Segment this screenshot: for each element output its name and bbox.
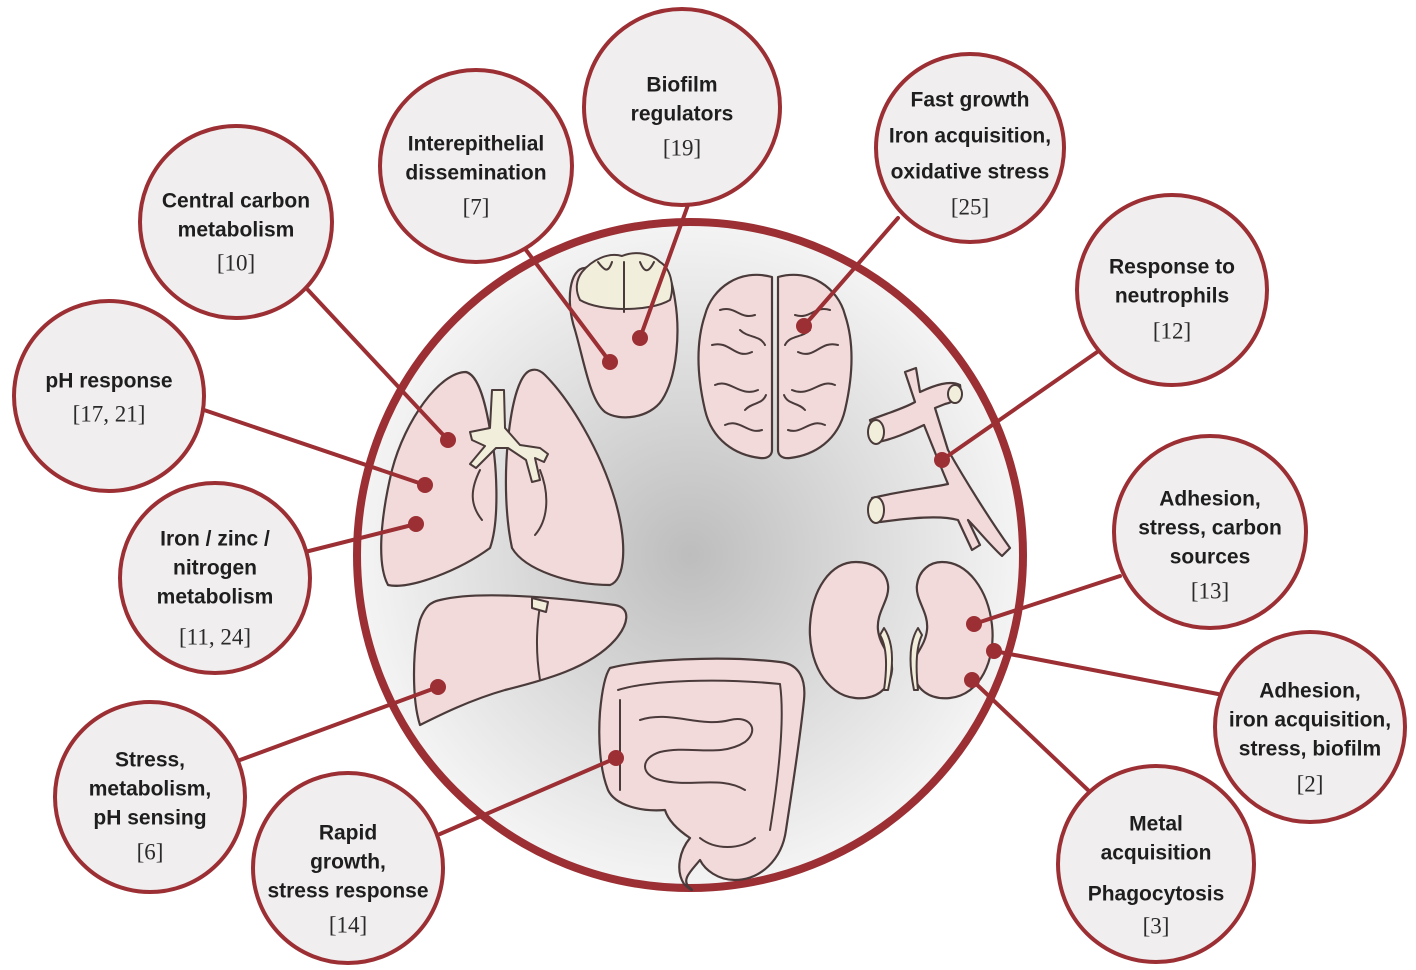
bubble-label-line: stress response: [267, 880, 428, 903]
connector-dot: [408, 516, 424, 532]
bubble-label-line: Phagocytosis: [1088, 883, 1225, 906]
bubble-reference: [11, 24]: [179, 624, 251, 649]
bubble-label-line: stress, biofilm: [1239, 738, 1381, 761]
bubble-label-line: metabolism: [157, 586, 274, 609]
connector-metal-acquisition: [972, 680, 1090, 792]
bubble-reference: [6]: [137, 839, 164, 864]
connector-dot: [602, 354, 618, 370]
bubble-neutrophils: Response to neutrophils [12]: [1077, 195, 1267, 385]
bubble-label-line: metabolism: [178, 219, 295, 242]
bubble-reference: [12]: [1153, 318, 1191, 343]
bubble-label-line: Rapid: [319, 822, 377, 845]
bubble-label-line: nitrogen: [173, 557, 257, 580]
bubble-rapid-growth: Rapid growth, stress response [14]: [253, 773, 443, 963]
connector-dot: [934, 452, 950, 468]
bubble-label-line: dissemination: [405, 162, 546, 185]
bubble-reference: [3]: [1143, 913, 1170, 938]
connector-adhesion-biofilm: [994, 651, 1218, 694]
bubble-label-line: iron acquisition,: [1229, 709, 1391, 732]
connector-dot: [632, 330, 648, 346]
bubble-label-line: Iron acquisition,: [889, 125, 1051, 148]
bubble-reference: [17, 21]: [73, 401, 146, 426]
bubble-biofilm-regulators: Biofilm regulators [19]: [584, 9, 780, 205]
bubble-circle: [14, 301, 204, 491]
bubble-label-line: Metal: [1129, 813, 1183, 836]
connector-dot: [966, 616, 982, 632]
bubble-reference: [10]: [217, 250, 255, 275]
bubble-label-line: sources: [1170, 546, 1251, 569]
connector-dot: [440, 432, 456, 448]
bubble-interepithelial: Interepithelial dissemination [7]: [380, 70, 572, 262]
bubble-label-line: Adhesion,: [1259, 680, 1361, 703]
bubble-central-carbon: Central carbon metabolism [10]: [140, 126, 332, 318]
bubble-label-line: oxidative stress: [891, 161, 1050, 184]
bubble-label-line: neutrophils: [1115, 285, 1229, 308]
bubble-label-line: pH response: [45, 370, 172, 393]
bubble-label-line: Interepithelial: [408, 133, 545, 156]
bubble-reference: [19]: [663, 135, 701, 160]
connector-dot: [796, 318, 812, 334]
bubble-label-line: stress, carbon: [1138, 517, 1282, 540]
bubble-reference: [2]: [1297, 771, 1324, 796]
bubble-label-line: pH sensing: [93, 807, 206, 830]
bubble-label-line: Biofilm: [646, 74, 717, 97]
bubble-label-line: growth,: [310, 851, 386, 874]
bubble-reference: [7]: [463, 194, 490, 219]
bubble-ph-response: pH response [17, 21]: [14, 301, 204, 491]
bubble-label-line: Response to: [1109, 256, 1235, 279]
bubble-label-line: Central carbon: [162, 190, 310, 213]
bubble-label-line: Adhesion,: [1159, 488, 1261, 511]
bubble-label-line: acquisition: [1101, 842, 1212, 865]
bubble-label-line: Fast growth: [911, 89, 1030, 112]
bubble-label-line: metabolism,: [89, 778, 212, 801]
bubble-reference: [13]: [1191, 578, 1229, 603]
connector-dot: [986, 643, 1002, 659]
bubble-adhesion-biofilm: Adhesion, iron acquisition, stress, biofil…: [1215, 632, 1405, 822]
bubble-label-line: regulators: [631, 103, 734, 126]
bubble-stress-metabolism: Stress, metabolism, pH sensing [6]: [55, 702, 245, 892]
bubble-reference: [25]: [951, 194, 989, 219]
connector-dot: [608, 750, 624, 766]
connector-dot: [417, 477, 433, 493]
bubble-reference: [14]: [329, 912, 367, 937]
bubble-adhesion-carbon: Adhesion, stress, carbon sources [13]: [1114, 436, 1306, 628]
bubble-label-line: Stress,: [115, 749, 185, 772]
bubble-iron-zinc: Iron / zinc / nitrogen metabolism [11, 24]: [120, 483, 310, 673]
bubble-label-line: Iron / zinc /: [160, 528, 270, 551]
connector-dot: [964, 672, 980, 688]
connector-dot: [430, 679, 446, 695]
